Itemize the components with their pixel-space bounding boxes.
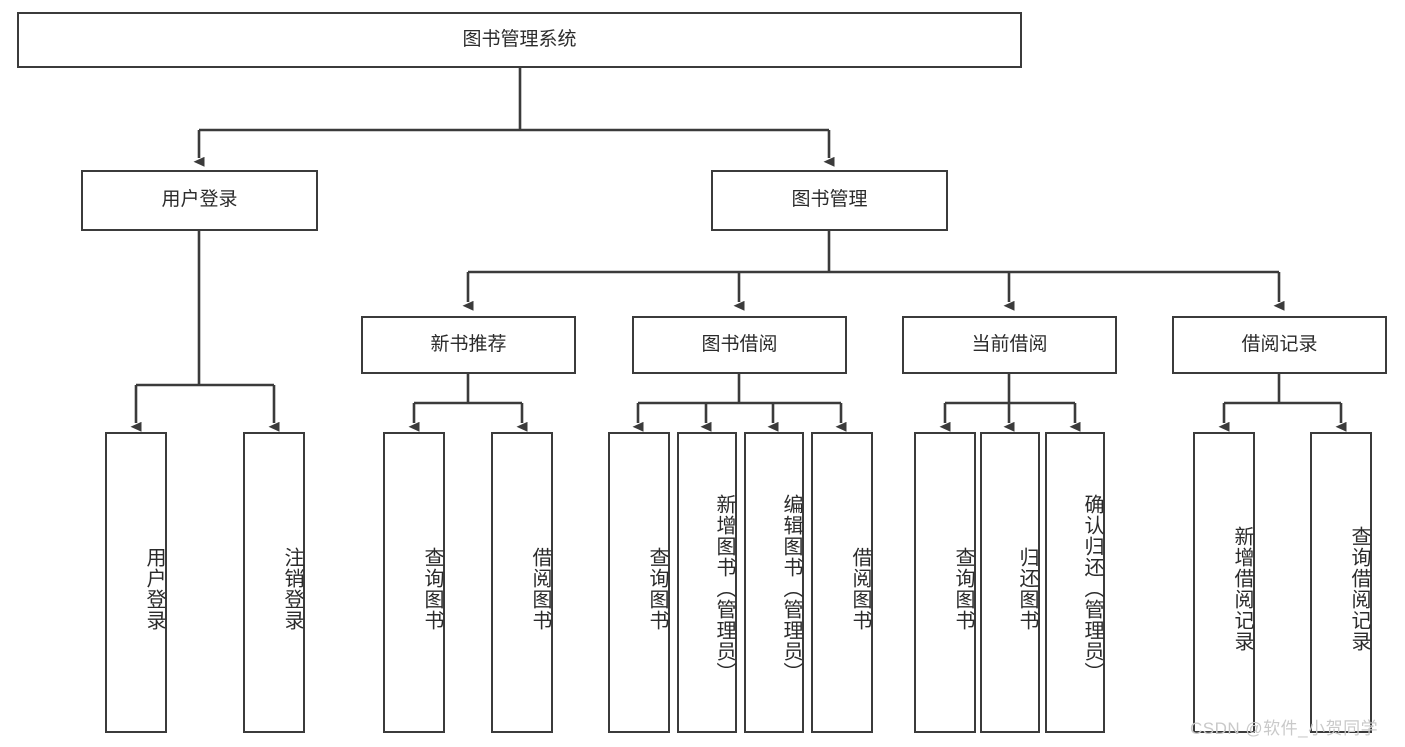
- node-label: 归还图书: [1016, 546, 1038, 631]
- node-label: 图书管理系统: [462, 28, 577, 50]
- leaf-current-return-book[interactable]: 归还图书: [980, 432, 1040, 733]
- node-book-borrow[interactable]: 图书借阅: [632, 316, 847, 374]
- leaf-recommend-borrow-book[interactable]: 借阅图书: [491, 432, 553, 733]
- leaf-recommend-query-book[interactable]: 查询图书: [383, 432, 445, 733]
- leaf-user-login-login[interactable]: 用户登录: [105, 432, 167, 733]
- node-root-library-system[interactable]: 图书管理系统: [17, 12, 1022, 68]
- node-label: 编辑图书（管理员）: [780, 494, 802, 683]
- node-label: 确认归还（管理员）: [1081, 494, 1103, 683]
- leaf-current-query-book[interactable]: 查询图书: [914, 432, 976, 733]
- leaf-user-login-logout[interactable]: 注销登录: [243, 432, 305, 733]
- node-label: 图书借阅: [701, 333, 778, 355]
- node-label: 查询图书: [646, 546, 668, 631]
- node-label: 新增借阅记录: [1231, 525, 1253, 652]
- node-current-borrow[interactable]: 当前借阅: [902, 316, 1117, 374]
- node-label: 新增图书（管理员）: [713, 494, 735, 683]
- node-label: 查询图书: [952, 546, 974, 631]
- leaf-record-add-record[interactable]: 新增借阅记录: [1193, 432, 1255, 733]
- leaf-borrow-query-book[interactable]: 查询图书: [608, 432, 670, 733]
- node-label: 查询图书: [421, 546, 443, 631]
- leaf-record-query-record[interactable]: 查询借阅记录: [1310, 432, 1372, 733]
- leaf-current-confirm-return-admin[interactable]: 确认归还（管理员）: [1045, 432, 1105, 733]
- node-label: 当前借阅: [971, 333, 1048, 355]
- node-label: 借阅图书: [529, 546, 551, 631]
- node-label: 查询借阅记录: [1348, 525, 1370, 652]
- node-book-management[interactable]: 图书管理: [711, 170, 948, 231]
- node-label: 用户登录: [143, 546, 165, 631]
- node-label: 注销登录: [281, 546, 303, 631]
- node-label: 借阅图书: [849, 546, 871, 631]
- node-new-book-recommend[interactable]: 新书推荐: [361, 316, 576, 374]
- leaf-borrow-add-book-admin[interactable]: 新增图书（管理员）: [677, 432, 737, 733]
- node-label: 图书管理: [791, 189, 868, 211]
- node-borrow-record[interactable]: 借阅记录: [1172, 316, 1387, 374]
- node-label: 用户登录: [161, 189, 238, 211]
- leaf-borrow-borrow-book[interactable]: 借阅图书: [811, 432, 873, 733]
- node-label: 借阅记录: [1241, 333, 1318, 355]
- csdn-watermark: CSDN @软件_小贺同学: [1190, 719, 1379, 738]
- node-user-login[interactable]: 用户登录: [81, 170, 318, 231]
- leaf-borrow-edit-book-admin[interactable]: 编辑图书（管理员）: [744, 432, 804, 733]
- node-label: 新书推荐: [430, 333, 507, 355]
